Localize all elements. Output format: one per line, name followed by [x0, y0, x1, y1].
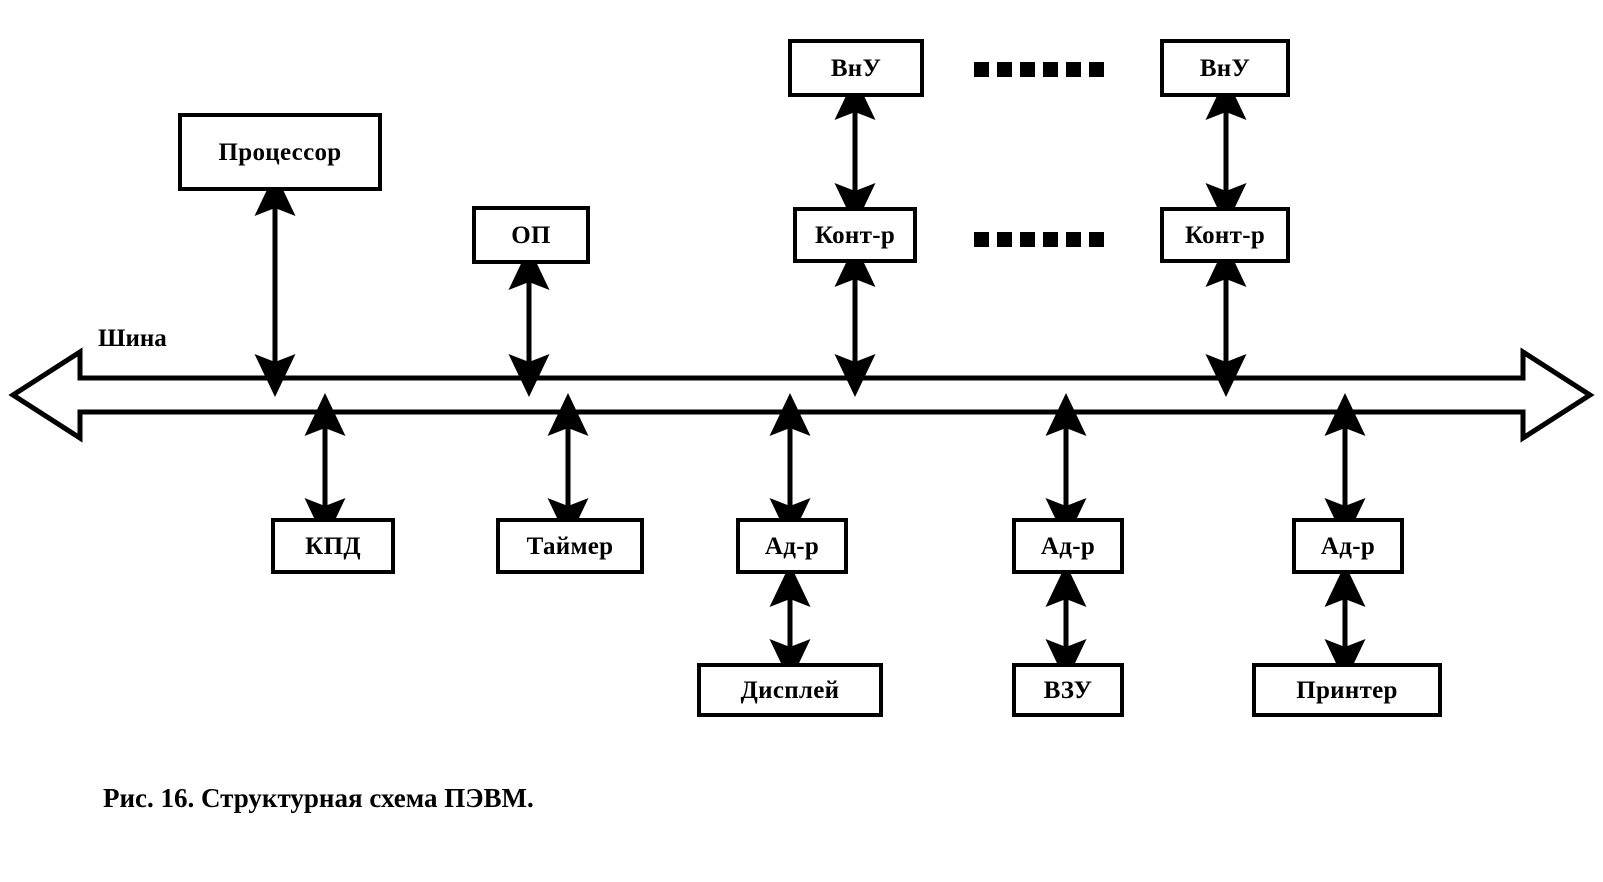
node-printer[interactable]: Принтер: [1252, 663, 1442, 717]
ellipsis-dot-icon: [1043, 62, 1058, 77]
node-vzu-label: ВЗУ: [1043, 676, 1093, 704]
node-kpd-label: КПД: [305, 532, 361, 560]
node-processor[interactable]: Процессор: [178, 113, 382, 191]
node-printer-label: Принтер: [1296, 676, 1398, 704]
ellipsis-dot-icon: [1020, 232, 1035, 247]
node-adr-display[interactable]: Ад-р: [736, 518, 848, 574]
system-bus: [8, 347, 1595, 443]
node-display-label: Дисплей: [740, 676, 840, 704]
node-vzu[interactable]: ВЗУ: [1012, 663, 1124, 717]
ellipsis-dot-icon: [997, 62, 1012, 77]
figure-caption: Рис. 16. Структурная схема ПЭВМ.: [103, 783, 534, 813]
ellipsis-top-row: [974, 62, 1104, 77]
ellipsis-dot-icon: [974, 232, 989, 247]
node-adr-printer-label: Ад-р: [1320, 532, 1376, 560]
node-vnu-right-label: ВнУ: [1199, 54, 1251, 82]
node-timer[interactable]: Таймер: [496, 518, 644, 574]
node-kontr-left[interactable]: Конт-р: [793, 207, 917, 263]
ellipsis-dot-icon: [974, 62, 989, 77]
node-timer-label: Таймер: [526, 532, 614, 560]
ellipsis-dot-icon: [1043, 232, 1058, 247]
connector-group-upper: [254, 76, 1247, 398]
node-vnu-left[interactable]: ВнУ: [788, 39, 924, 97]
bus-label: Шина: [98, 325, 167, 352]
node-kontr-right-label: Конт-р: [1184, 221, 1266, 249]
node-adr-vzu-label: Ад-р: [1040, 532, 1096, 560]
node-op[interactable]: ОП: [472, 206, 590, 264]
node-display[interactable]: Дисплей: [697, 663, 883, 717]
connector-group-lower: [304, 392, 1366, 683]
ellipsis-dot-icon: [1066, 62, 1081, 77]
node-vnu-left-label: ВнУ: [830, 54, 882, 82]
ellipsis-dot-icon: [1066, 232, 1081, 247]
node-kpd[interactable]: КПД: [271, 518, 395, 574]
node-processor-label: Процессор: [218, 138, 342, 166]
ellipsis-middle-row: [974, 232, 1104, 247]
node-kontr-right[interactable]: Конт-р: [1160, 207, 1290, 263]
node-adr-vzu[interactable]: Ад-р: [1012, 518, 1124, 574]
node-op-label: ОП: [511, 221, 551, 249]
node-kontr-left-label: Конт-р: [814, 221, 896, 249]
node-adr-display-label: Ад-р: [764, 532, 820, 560]
node-vnu-right[interactable]: ВнУ: [1160, 39, 1290, 97]
ellipsis-dot-icon: [1020, 62, 1035, 77]
ellipsis-dot-icon: [1089, 62, 1104, 77]
node-adr-printer[interactable]: Ад-р: [1292, 518, 1404, 574]
ellipsis-dot-icon: [997, 232, 1012, 247]
ellipsis-dot-icon: [1089, 232, 1104, 247]
